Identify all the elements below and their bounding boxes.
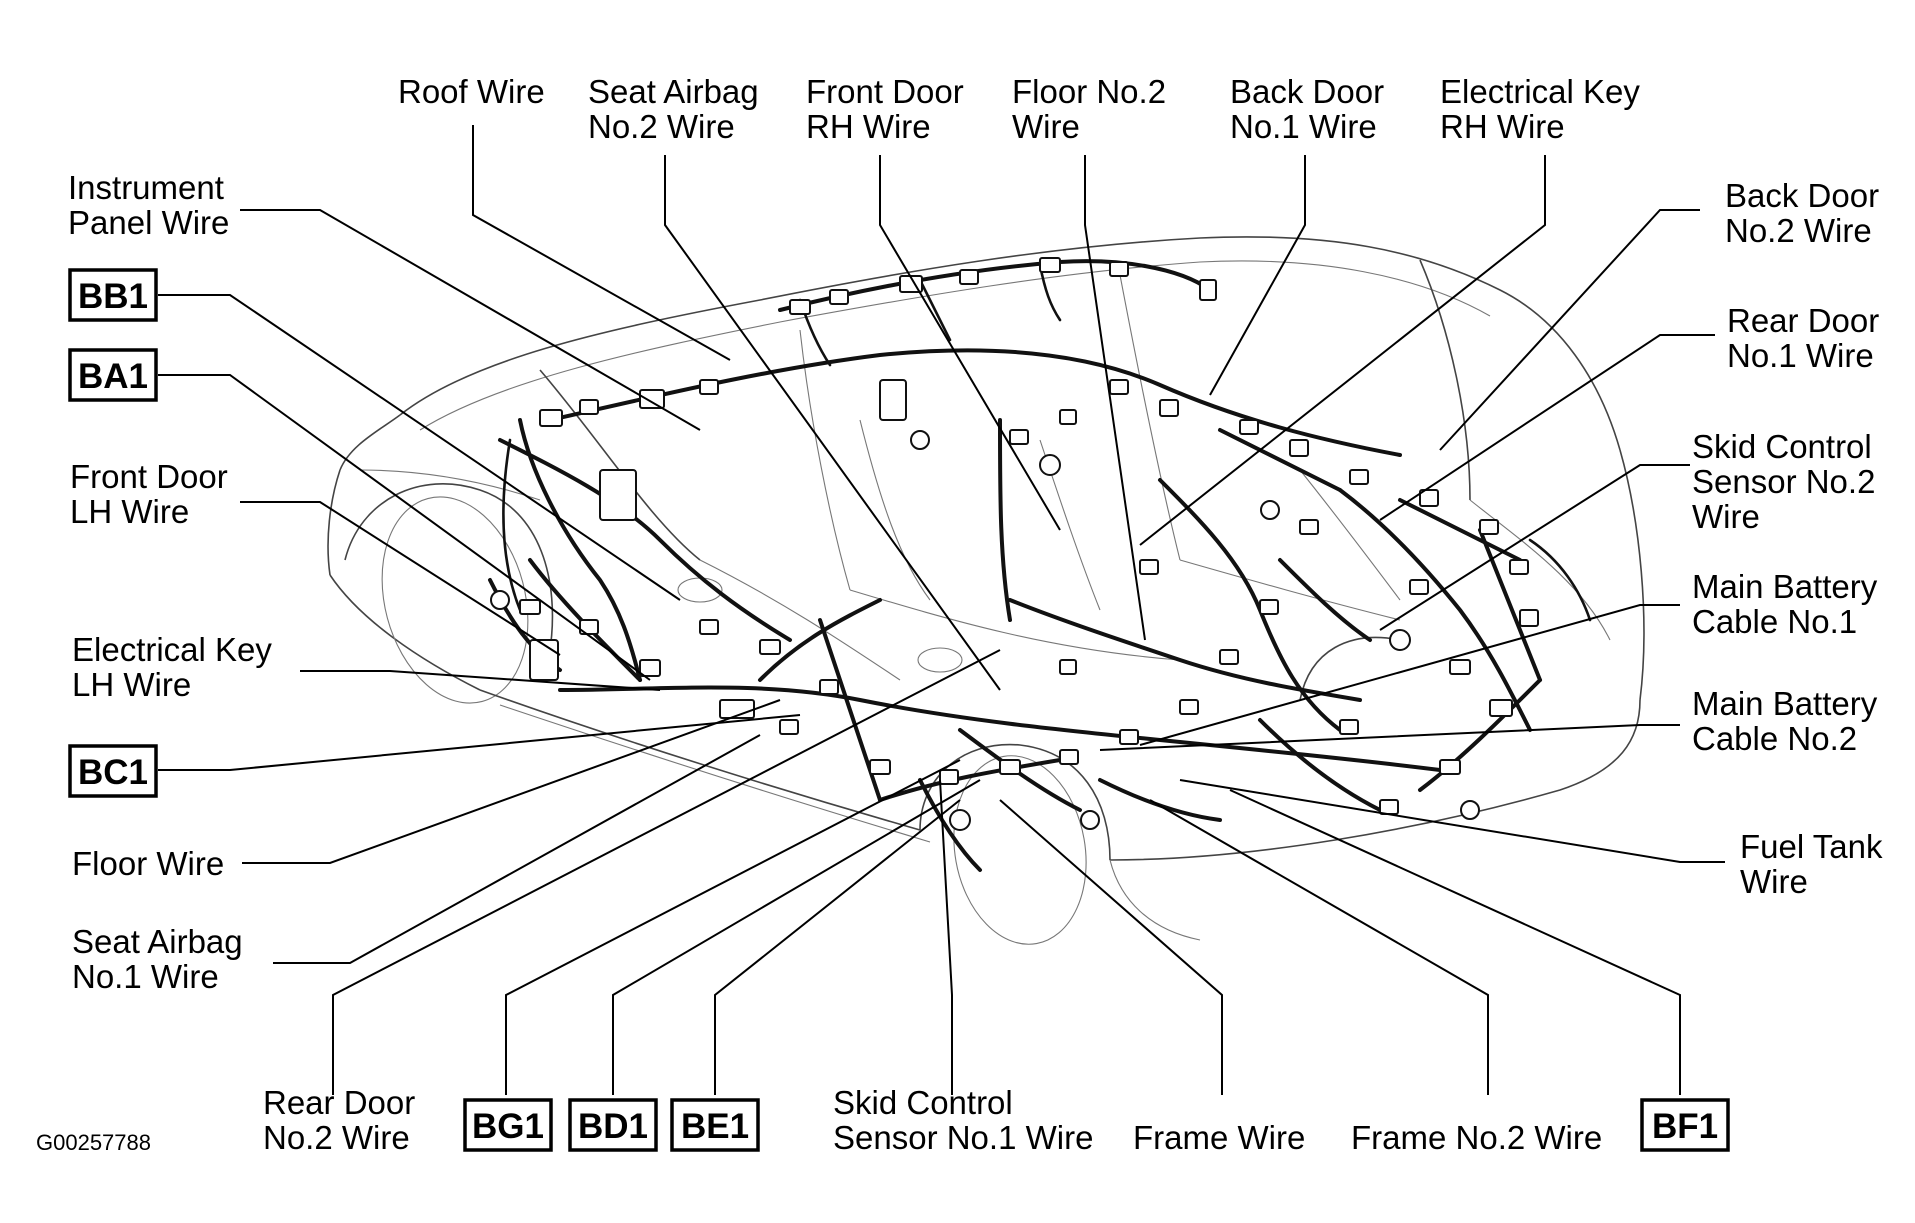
- label-skid-control-sensor-no2-wire: Skid Control Sensor No.2 Wire: [1692, 428, 1885, 535]
- label-instrument-panel-wire: Instrument Panel Wire: [68, 169, 233, 241]
- leader-ba1: [158, 374, 651, 681]
- leader-main-battery-no2: [1099, 724, 1680, 751]
- leader-floor-no2: [1084, 155, 1146, 641]
- code-bf1: BF1: [1640, 1098, 1730, 1152]
- label-front-door-rh-wire: Front Door RH Wire: [806, 73, 973, 145]
- label-electrical-key-lh-wire: Electrical Key LH Wire: [72, 631, 281, 703]
- svg-text:BG1: BG1: [472, 1107, 544, 1146]
- label-main-battery-cable-no2: Main Battery Cable No.2: [1692, 685, 1886, 757]
- leader-skid-control-no1: [939, 779, 953, 1095]
- leader-fuel-tank: [1179, 779, 1725, 863]
- leader-roof-wire: [472, 125, 731, 361]
- svg-text:BB1: BB1: [78, 277, 148, 316]
- label-floor-wire: Floor Wire: [72, 845, 224, 882]
- leader-floor-wire: [242, 699, 781, 864]
- label-floor-no2-wire: Floor No.2 Wire: [1012, 73, 1175, 145]
- svg-text:BF1: BF1: [1652, 1107, 1718, 1146]
- leader-frame-wire: [999, 799, 1223, 1095]
- leader-rear-door-no1: [1379, 334, 1715, 521]
- leader-be1: [714, 799, 961, 1095]
- leader-front-door-lh: [240, 501, 561, 656]
- svg-text:BC1: BC1: [78, 753, 148, 792]
- label-seat-airbag-no1-wire: Seat Airbag No.1 Wire: [72, 923, 252, 995]
- labels: Roof Wire Seat Airbag No.2 Wire Front Do…: [36, 73, 1892, 1156]
- svg-text:BE1: BE1: [681, 1107, 749, 1146]
- code-bd1: BD1: [568, 1098, 658, 1152]
- leader-frame-no2: [1149, 799, 1489, 1095]
- label-electrical-key-rh-wire: Electrical Key RH Wire: [1440, 73, 1649, 145]
- label-back-door-no2-wire: Back Door No.2 Wire: [1725, 177, 1888, 249]
- leader-front-door-rh: [879, 155, 1061, 531]
- code-ba1: BA1: [68, 348, 158, 402]
- label-main-battery-cable-no1: Main Battery Cable No.1: [1692, 568, 1886, 640]
- label-fuel-tank-wire: Fuel Tank Wire: [1740, 828, 1892, 900]
- leader-seat-airbag-no1: [273, 734, 761, 964]
- connectors: [490, 257, 1539, 831]
- leader-lines: [158, 125, 1725, 1095]
- leader-back-door-no2: [1439, 209, 1700, 451]
- label-rear-door-no2-wire: Rear Door No.2 Wire: [263, 1084, 424, 1156]
- leader-seat-airbag-no2: [664, 155, 1001, 691]
- leader-rear-door-no2: [332, 649, 1001, 1095]
- label-frame-wire: Frame Wire: [1133, 1119, 1305, 1156]
- code-bg1: BG1: [463, 1098, 553, 1152]
- vehicle-body-outline: [327, 236, 1645, 945]
- leader-bb1: [158, 294, 681, 601]
- code-bb1: BB1: [68, 268, 158, 322]
- label-skid-control-sensor-no1-wire: Skid Control Sensor No.1 Wire: [833, 1084, 1093, 1156]
- leader-instrument-panel: [240, 209, 701, 431]
- connector-codes: BB1 BA1 BC1 BG1 BD1 BE1 BF1: [68, 268, 1730, 1152]
- code-bc1: BC1: [68, 744, 158, 798]
- leader-main-battery-no1: [1139, 604, 1680, 746]
- leader-bd1: [612, 779, 981, 1095]
- label-back-door-no1-wire: Back Door No.1 Wire: [1230, 73, 1393, 145]
- svg-text:BA1: BA1: [78, 357, 148, 396]
- label-roof-wire: Roof Wire: [398, 73, 545, 110]
- figure-id: G00257788: [36, 1130, 151, 1155]
- label-seat-airbag-no2-wire: Seat Airbag No.2 Wire: [588, 73, 768, 145]
- leader-bc1: [158, 714, 801, 771]
- leader-electrical-key-rh: [1139, 155, 1546, 546]
- leader-electrical-key-lh: [300, 670, 661, 691]
- svg-text:BD1: BD1: [578, 1107, 648, 1146]
- leader-skid-control-no2: [1379, 464, 1690, 631]
- leader-bg1: [505, 759, 961, 1095]
- label-rear-door-no1-wire: Rear Door No.1 Wire: [1727, 302, 1888, 374]
- code-be1: BE1: [670, 1098, 760, 1152]
- leader-back-door-no1: [1209, 155, 1306, 396]
- leader-bf1: [1229, 789, 1681, 1095]
- label-front-door-lh-wire: Front Door LH Wire: [70, 458, 237, 530]
- wire-harnesses: [488, 259, 1592, 872]
- label-frame-no2-wire: Frame No.2 Wire: [1351, 1119, 1602, 1156]
